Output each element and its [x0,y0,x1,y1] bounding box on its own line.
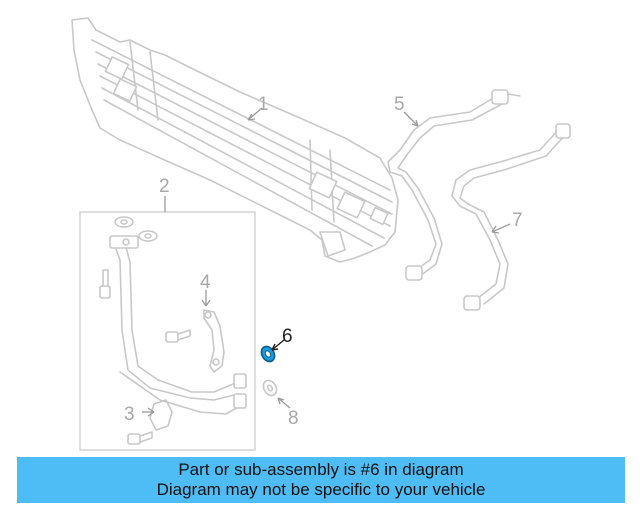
bolt [165,329,191,343]
seal-part-6[interactable] [259,344,277,364]
leader-1 [247,107,263,121]
banner-line-1: Part or sub-assembly is #6 in diagram [178,460,464,479]
leader-1-arrow [247,113,256,121]
callout-7[interactable]: 7 [512,210,523,231]
callout-2[interactable]: 2 [159,176,170,197]
leader-8-arrow [277,397,285,405]
tube-assembly-box-part-2 [79,196,256,451]
hose-part-5 [387,89,521,281]
leader-7 [491,223,511,233]
exploded-view: 1 2 4 3 [71,17,571,451]
leader-6 [271,339,285,351]
banner-line-2: Diagram may not be specific to your vehi… [156,480,486,499]
leader-6-arrow [271,343,279,351]
callout-5[interactable]: 5 [394,94,405,115]
info-banner: Part or sub-assembly is #6 in diagram Di… [17,457,625,503]
leader-3-arrow [147,407,155,417]
bracket-part-4 [203,309,225,373]
leader-7-arrow [491,225,500,234]
hose-part-7 [451,123,571,311]
clip-part-3 [127,399,173,445]
callout-1[interactable]: 1 [258,94,269,115]
callout-6[interactable]: 6 [282,326,293,347]
callout-8[interactable]: 8 [288,408,299,429]
leader-8 [277,397,291,409]
leader-5 [403,111,419,127]
callout-4[interactable]: 4 [200,272,211,293]
washer-part-8 [262,379,278,397]
oil-cooler-part-1 [71,17,399,263]
leader-4-arrow [201,299,211,307]
callout-3[interactable]: 3 [124,404,135,425]
leader-5-arrow [411,119,419,127]
